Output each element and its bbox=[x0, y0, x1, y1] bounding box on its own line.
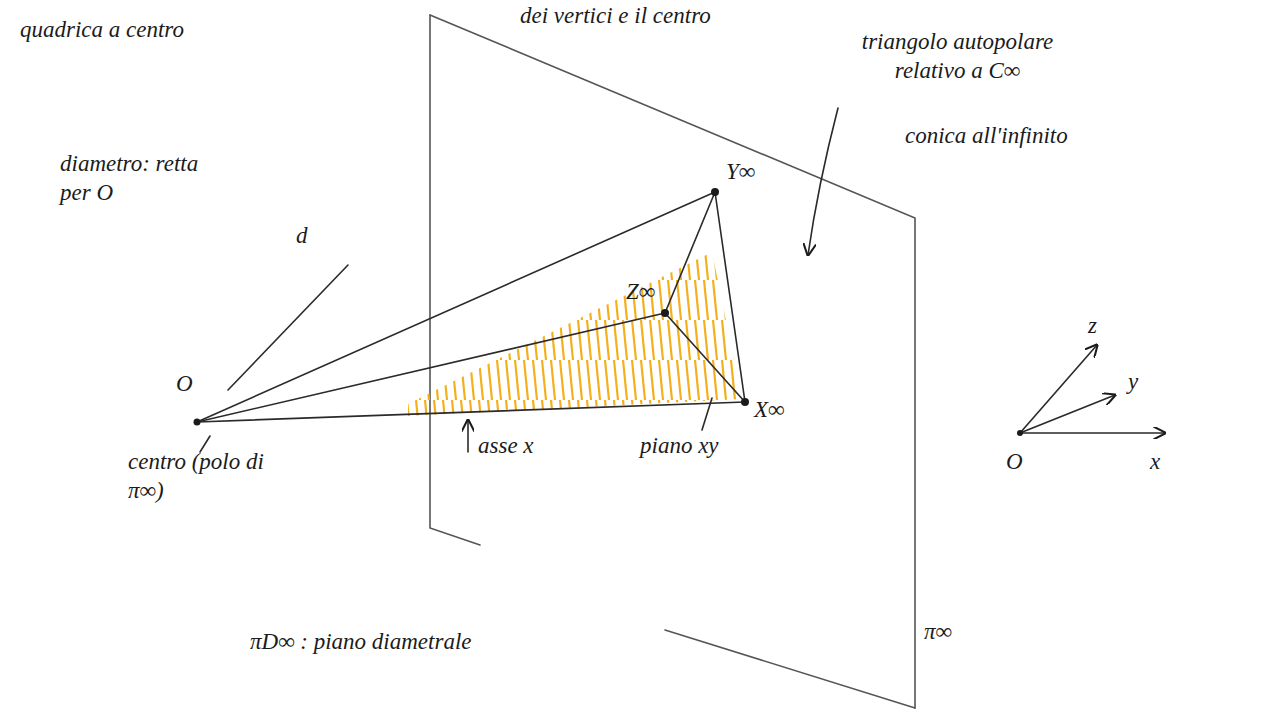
axis-name: z bbox=[1088, 312, 1097, 341]
axis-name: asse x bbox=[478, 432, 534, 461]
note: triangolo autopolare relativo a C∞ bbox=[850, 28, 1065, 86]
point-name: Z∞ bbox=[626, 278, 655, 307]
note: πD∞ : piano diametrale bbox=[250, 628, 471, 657]
note: quadrica a centro bbox=[20, 16, 184, 45]
point-name: O bbox=[1006, 448, 1023, 477]
note: diametro: retta per O bbox=[60, 150, 210, 208]
point-name: X∞ bbox=[754, 396, 784, 425]
axis-name: y bbox=[1128, 368, 1138, 397]
note: conica all'infinito bbox=[905, 122, 1068, 151]
point-name: O bbox=[176, 370, 193, 399]
note: centro (polo di π∞) bbox=[128, 448, 278, 506]
line-name: d bbox=[296, 222, 308, 251]
note: dei vertici e il centro bbox=[520, 2, 711, 31]
point-name: Y∞ bbox=[726, 158, 755, 187]
plane-name: piano xy bbox=[640, 432, 719, 461]
plane-name: π∞ bbox=[924, 618, 952, 647]
axis-name: x bbox=[1150, 448, 1160, 477]
